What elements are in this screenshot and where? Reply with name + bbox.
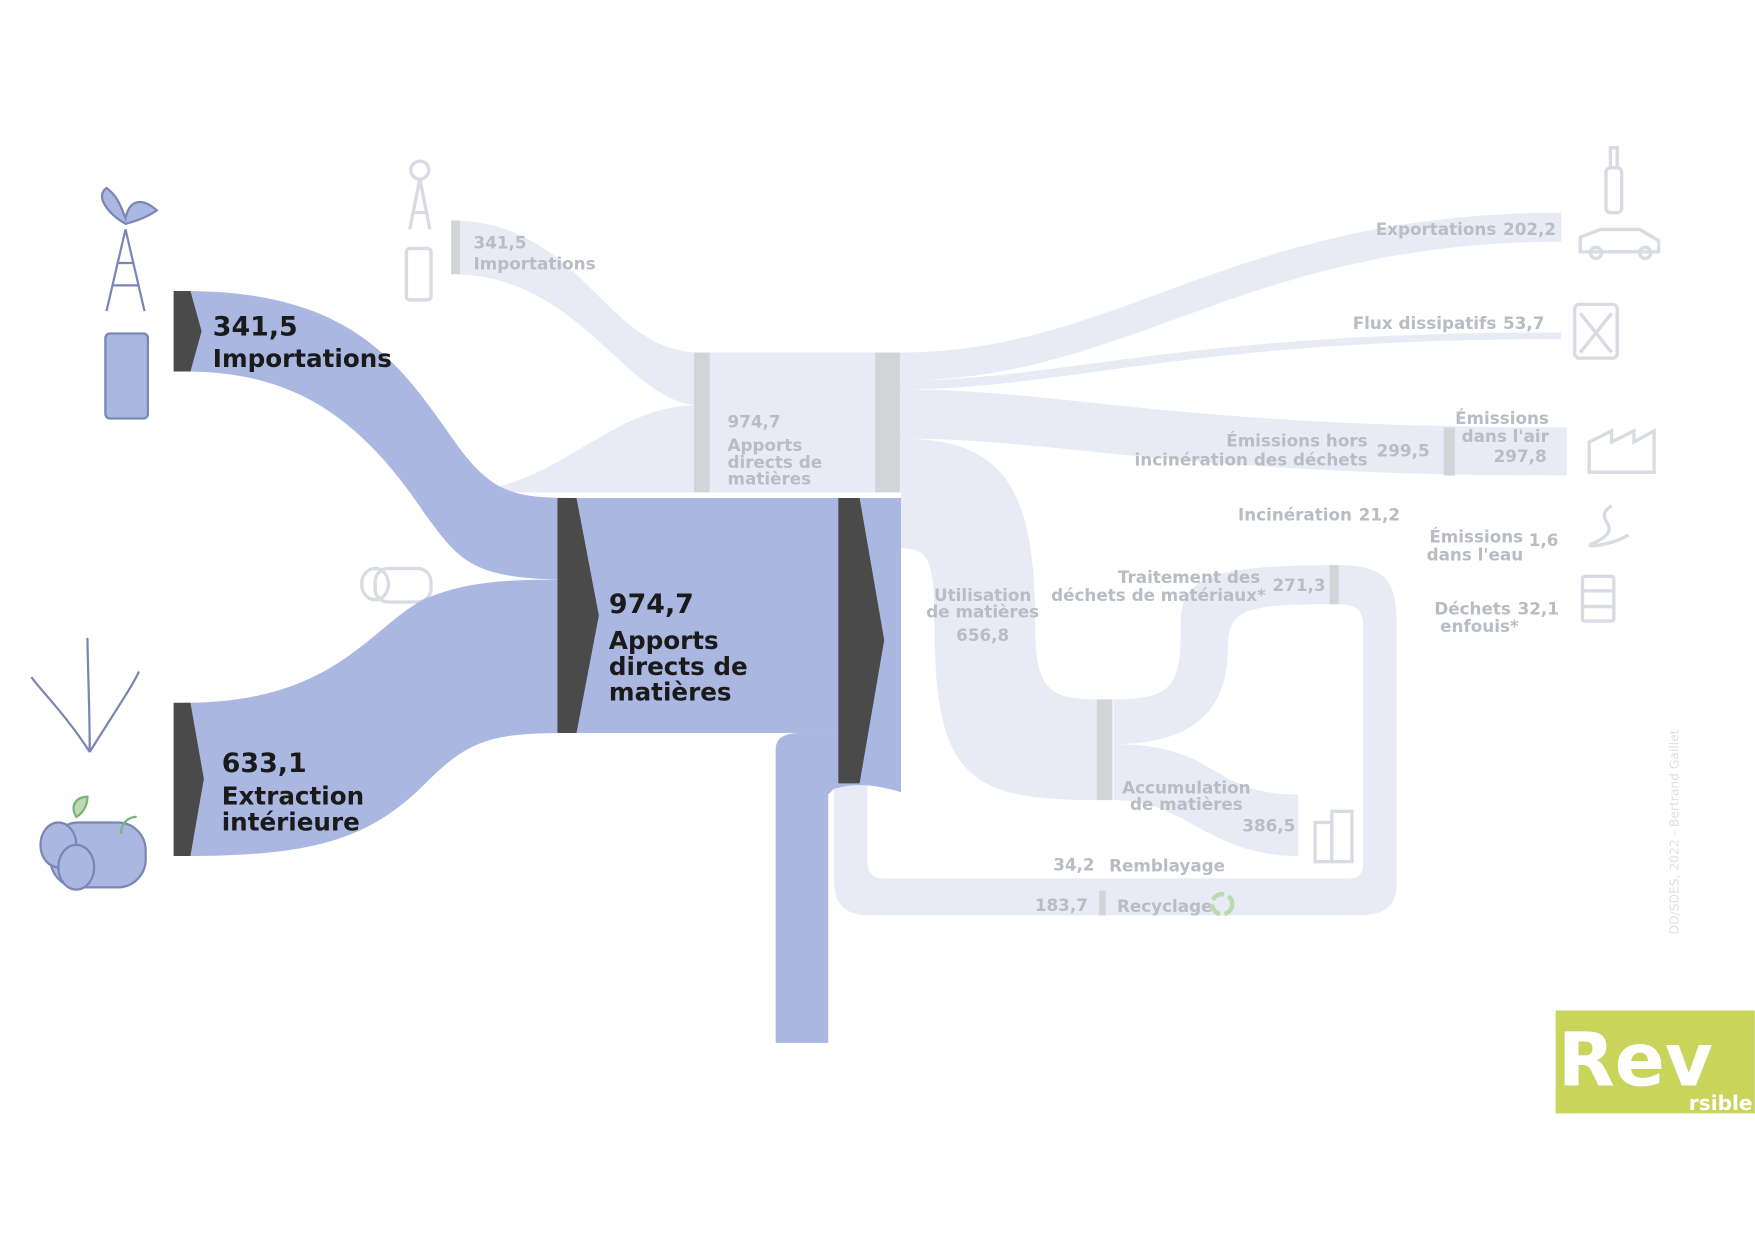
phone-faded-icon (404, 246, 433, 302)
credit-text: DD/SDES, 2022 - Bertrand Gaillet (1668, 729, 1682, 934)
logs-icon (39, 795, 147, 891)
imports-value: 341,5 (213, 312, 298, 343)
car-icon (1578, 227, 1661, 261)
emissions-water-label-2: dans l'eau (1427, 545, 1524, 565)
faded-node-central-left (693, 352, 710, 493)
dissipative-value: 53,7 (1503, 313, 1544, 333)
recycling-node (1099, 890, 1106, 916)
waste-treatment-label-1: Traitement des (1118, 567, 1260, 587)
faded-diagram: 341,5 Importations 974,7 Apports directs… (359, 146, 1661, 917)
node-imports-arrow (173, 290, 202, 372)
waste-barrel-icon (1580, 574, 1616, 623)
faded-flow-extraction (451, 405, 700, 493)
bottle-icon (1604, 146, 1624, 215)
landfill-value: 32,1 (1518, 598, 1559, 618)
emissions-water-value: 1,6 (1529, 530, 1559, 550)
buildings-icon (1313, 809, 1354, 864)
accumulation-value: 386,5 (1242, 815, 1295, 835)
backfill-label: Remblayage (1109, 856, 1225, 876)
faded-node-treatment (1329, 565, 1339, 605)
use-label-1: Utilisation (934, 585, 1031, 605)
wheat-icon (30, 637, 140, 753)
extraction-label-1: Extraction (222, 782, 364, 811)
exports-label: Exportations (1376, 219, 1497, 239)
emissions-non-incin-value: 299,5 (1377, 441, 1430, 461)
emissions-air-label-1: Émissions (1455, 407, 1549, 428)
use-value: 656,8 (956, 625, 1009, 645)
faded-flow-dissipative (900, 332, 1562, 390)
recycle-icon (1209, 891, 1235, 917)
incineration-value: 21,2 (1359, 504, 1400, 524)
flow-extraction (184, 579, 571, 857)
faded-node-imports (451, 220, 461, 275)
node-extraction-arrow (173, 702, 204, 857)
emissions-air-label-2: dans l'air (1462, 426, 1550, 446)
oil-derrick-faded-icon (408, 159, 432, 230)
faded-flow-imports (451, 220, 700, 406)
faded-central-label-3: matières (728, 469, 812, 489)
emissions-air-value: 297,8 (1494, 446, 1547, 466)
logo-small-text: rsible (1689, 1091, 1753, 1115)
waste-treatment-value: 271,3 (1273, 575, 1326, 595)
emissions-non-incin-label-2: incinération des déchets (1135, 450, 1368, 470)
faded-flow-treatment (1113, 565, 1332, 745)
central-label-1: Apports (609, 626, 719, 655)
imports-label: Importations (213, 344, 392, 373)
flow-imports (184, 290, 571, 580)
extraction-value: 633,1 (222, 748, 307, 779)
accumulation-label-1: Accumulation (1122, 777, 1250, 797)
exports-value: 202,2 (1503, 219, 1556, 239)
backfill-value: 34,2 (1053, 855, 1094, 875)
faded-central-label-1: Apports (728, 435, 803, 455)
central-label-2: directs de (609, 652, 748, 681)
factory-icon (1587, 427, 1656, 474)
accumulation-label-2: de matières (1130, 794, 1243, 814)
recycling-value: 183,7 (1035, 895, 1088, 915)
emissions-water-label-1: Émissions (1429, 526, 1523, 547)
fertilizer-can-icon (1572, 302, 1619, 360)
emissions-non-incin-label-1: Émissions hors (1226, 429, 1367, 450)
node-central-right-arrow (838, 497, 885, 784)
dissipative-label: Flux dissipatifs (1353, 313, 1497, 333)
faded-node-emissions (1443, 427, 1455, 476)
faded-node-accumulation (1096, 699, 1113, 801)
use-label-2: de matières (926, 602, 1039, 622)
incineration-label: Incinération (1238, 504, 1352, 524)
node-central-left-arrow (557, 497, 599, 733)
logo-big-text: Rev (1558, 1017, 1713, 1103)
faded-flow-use (900, 438, 1103, 801)
oil-derrick-icon (100, 186, 159, 312)
faded-flow-exports (900, 212, 1562, 381)
central-value: 974,7 (609, 589, 694, 620)
logs-faded-icon (359, 566, 433, 604)
phone-icon (104, 332, 150, 420)
faded-node-central-right (875, 352, 900, 493)
highlighted-flows: 341,5 Importations 633,1 Extraction inté… (30, 186, 901, 1043)
faded-flow-accumulation (1113, 744, 1299, 857)
faded-imports-label: Importations (474, 254, 596, 274)
extraction-label-2: intérieure (222, 807, 360, 836)
faded-flow-recycling-loop (833, 565, 1397, 916)
waste-treatment-label-2: déchets de matériaux* (1051, 585, 1266, 605)
faded-central-label-2: directs de (728, 452, 823, 472)
central-label-3: matières (609, 678, 732, 707)
landfill-label-1: Déchets (1434, 598, 1511, 618)
faded-node-central (699, 352, 901, 493)
faded-imports-value: 341,5 (474, 232, 527, 252)
faded-flow-emissions (900, 389, 1567, 476)
faded-central-value: 974,7 (728, 411, 781, 431)
water-emission-icon (1588, 504, 1630, 548)
recycling-label: Recyclage (1117, 896, 1213, 916)
landfill-label-2: enfouis* (1440, 616, 1519, 636)
reversible-logo: Rev rsible (1555, 1010, 1755, 1115)
